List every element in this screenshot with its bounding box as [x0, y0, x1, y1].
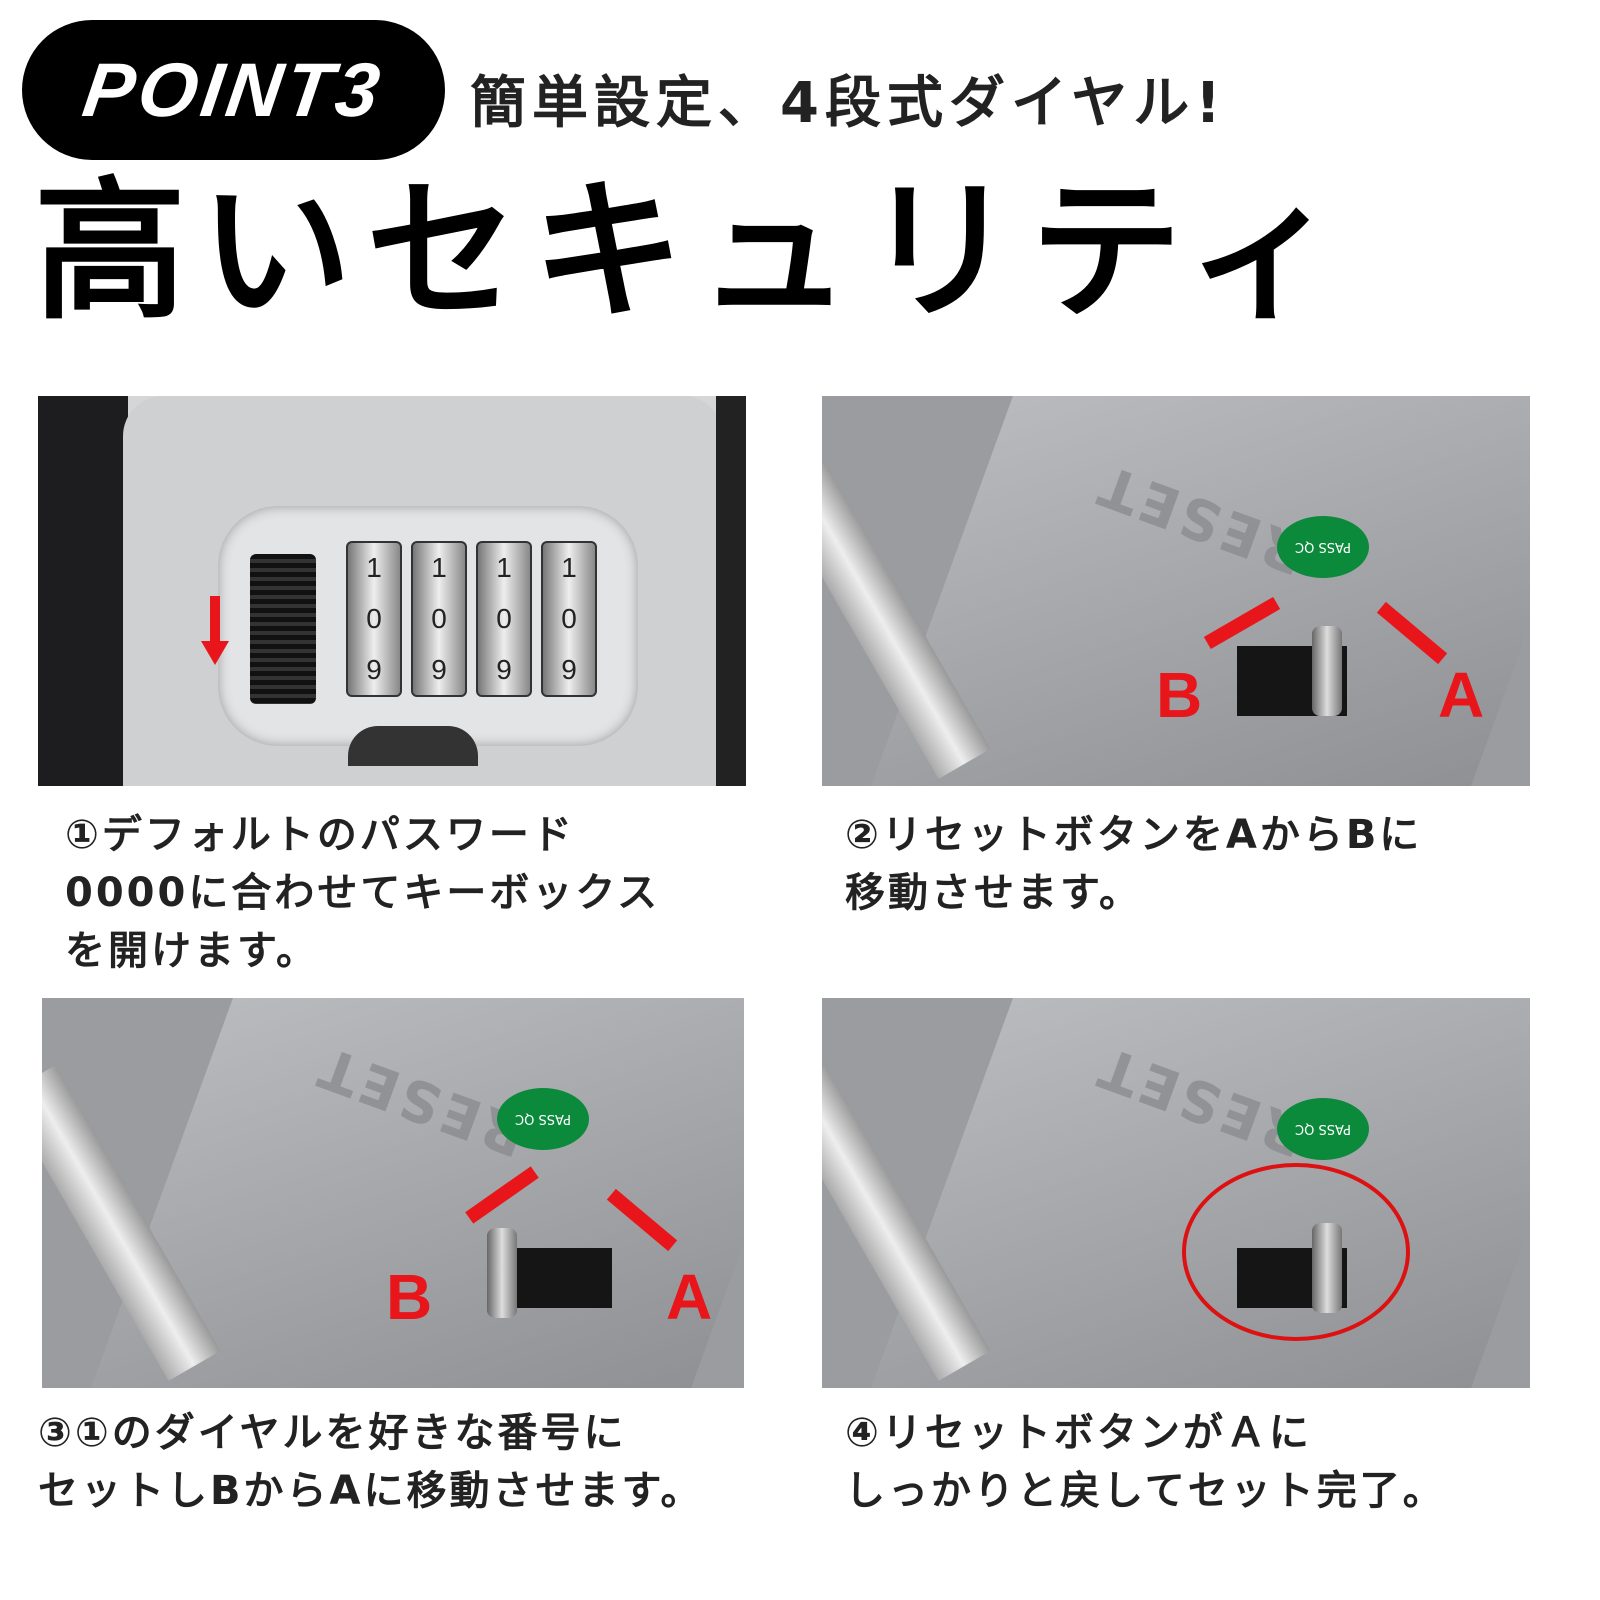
label-b: B	[386, 1261, 433, 1333]
box-side	[716, 396, 746, 786]
reset-slot	[512, 1248, 612, 1308]
box-edge	[38, 396, 128, 786]
door-tab	[348, 726, 478, 766]
release-knob	[250, 554, 316, 704]
badge-text: POINT3	[78, 47, 389, 133]
reset-mechanism-photo: RESET PASS QC B A	[822, 396, 1530, 786]
caption-step-4: ④リセットボタンがＡにしっかりと戻してセット完了。	[845, 1410, 1446, 1514]
reset-mechanism-photo: RESET PASS QC B A	[42, 998, 744, 1388]
qc-sticker: PASS QC	[1277, 1098, 1369, 1160]
label-b: B	[1156, 659, 1203, 731]
caption-step-3: ③①のダイヤルを好きな番号にセットしBからAに移動させます。	[38, 1410, 704, 1514]
arrow-head-icon	[201, 641, 229, 665]
label-a: A	[666, 1261, 713, 1333]
reset-mechanism-photo: RESET PASS QC	[822, 998, 1530, 1388]
highlight-circle	[1182, 1163, 1410, 1341]
page-title: 高いセキュリティ	[34, 163, 1353, 340]
subtitle: 簡単設定、4段式ダイヤル!	[470, 71, 1227, 136]
qc-sticker: PASS QC	[1277, 516, 1369, 578]
arrow-down-icon	[210, 596, 220, 646]
reset-pin	[1312, 626, 1342, 716]
reset-pin	[487, 1228, 517, 1318]
label-a: A	[1438, 659, 1485, 731]
point-badge: POINT3	[22, 20, 445, 160]
caption-step-2: ②リセットボタンをAからBに移動させます。	[845, 812, 1423, 916]
qc-sticker: PASS QC	[497, 1088, 589, 1150]
